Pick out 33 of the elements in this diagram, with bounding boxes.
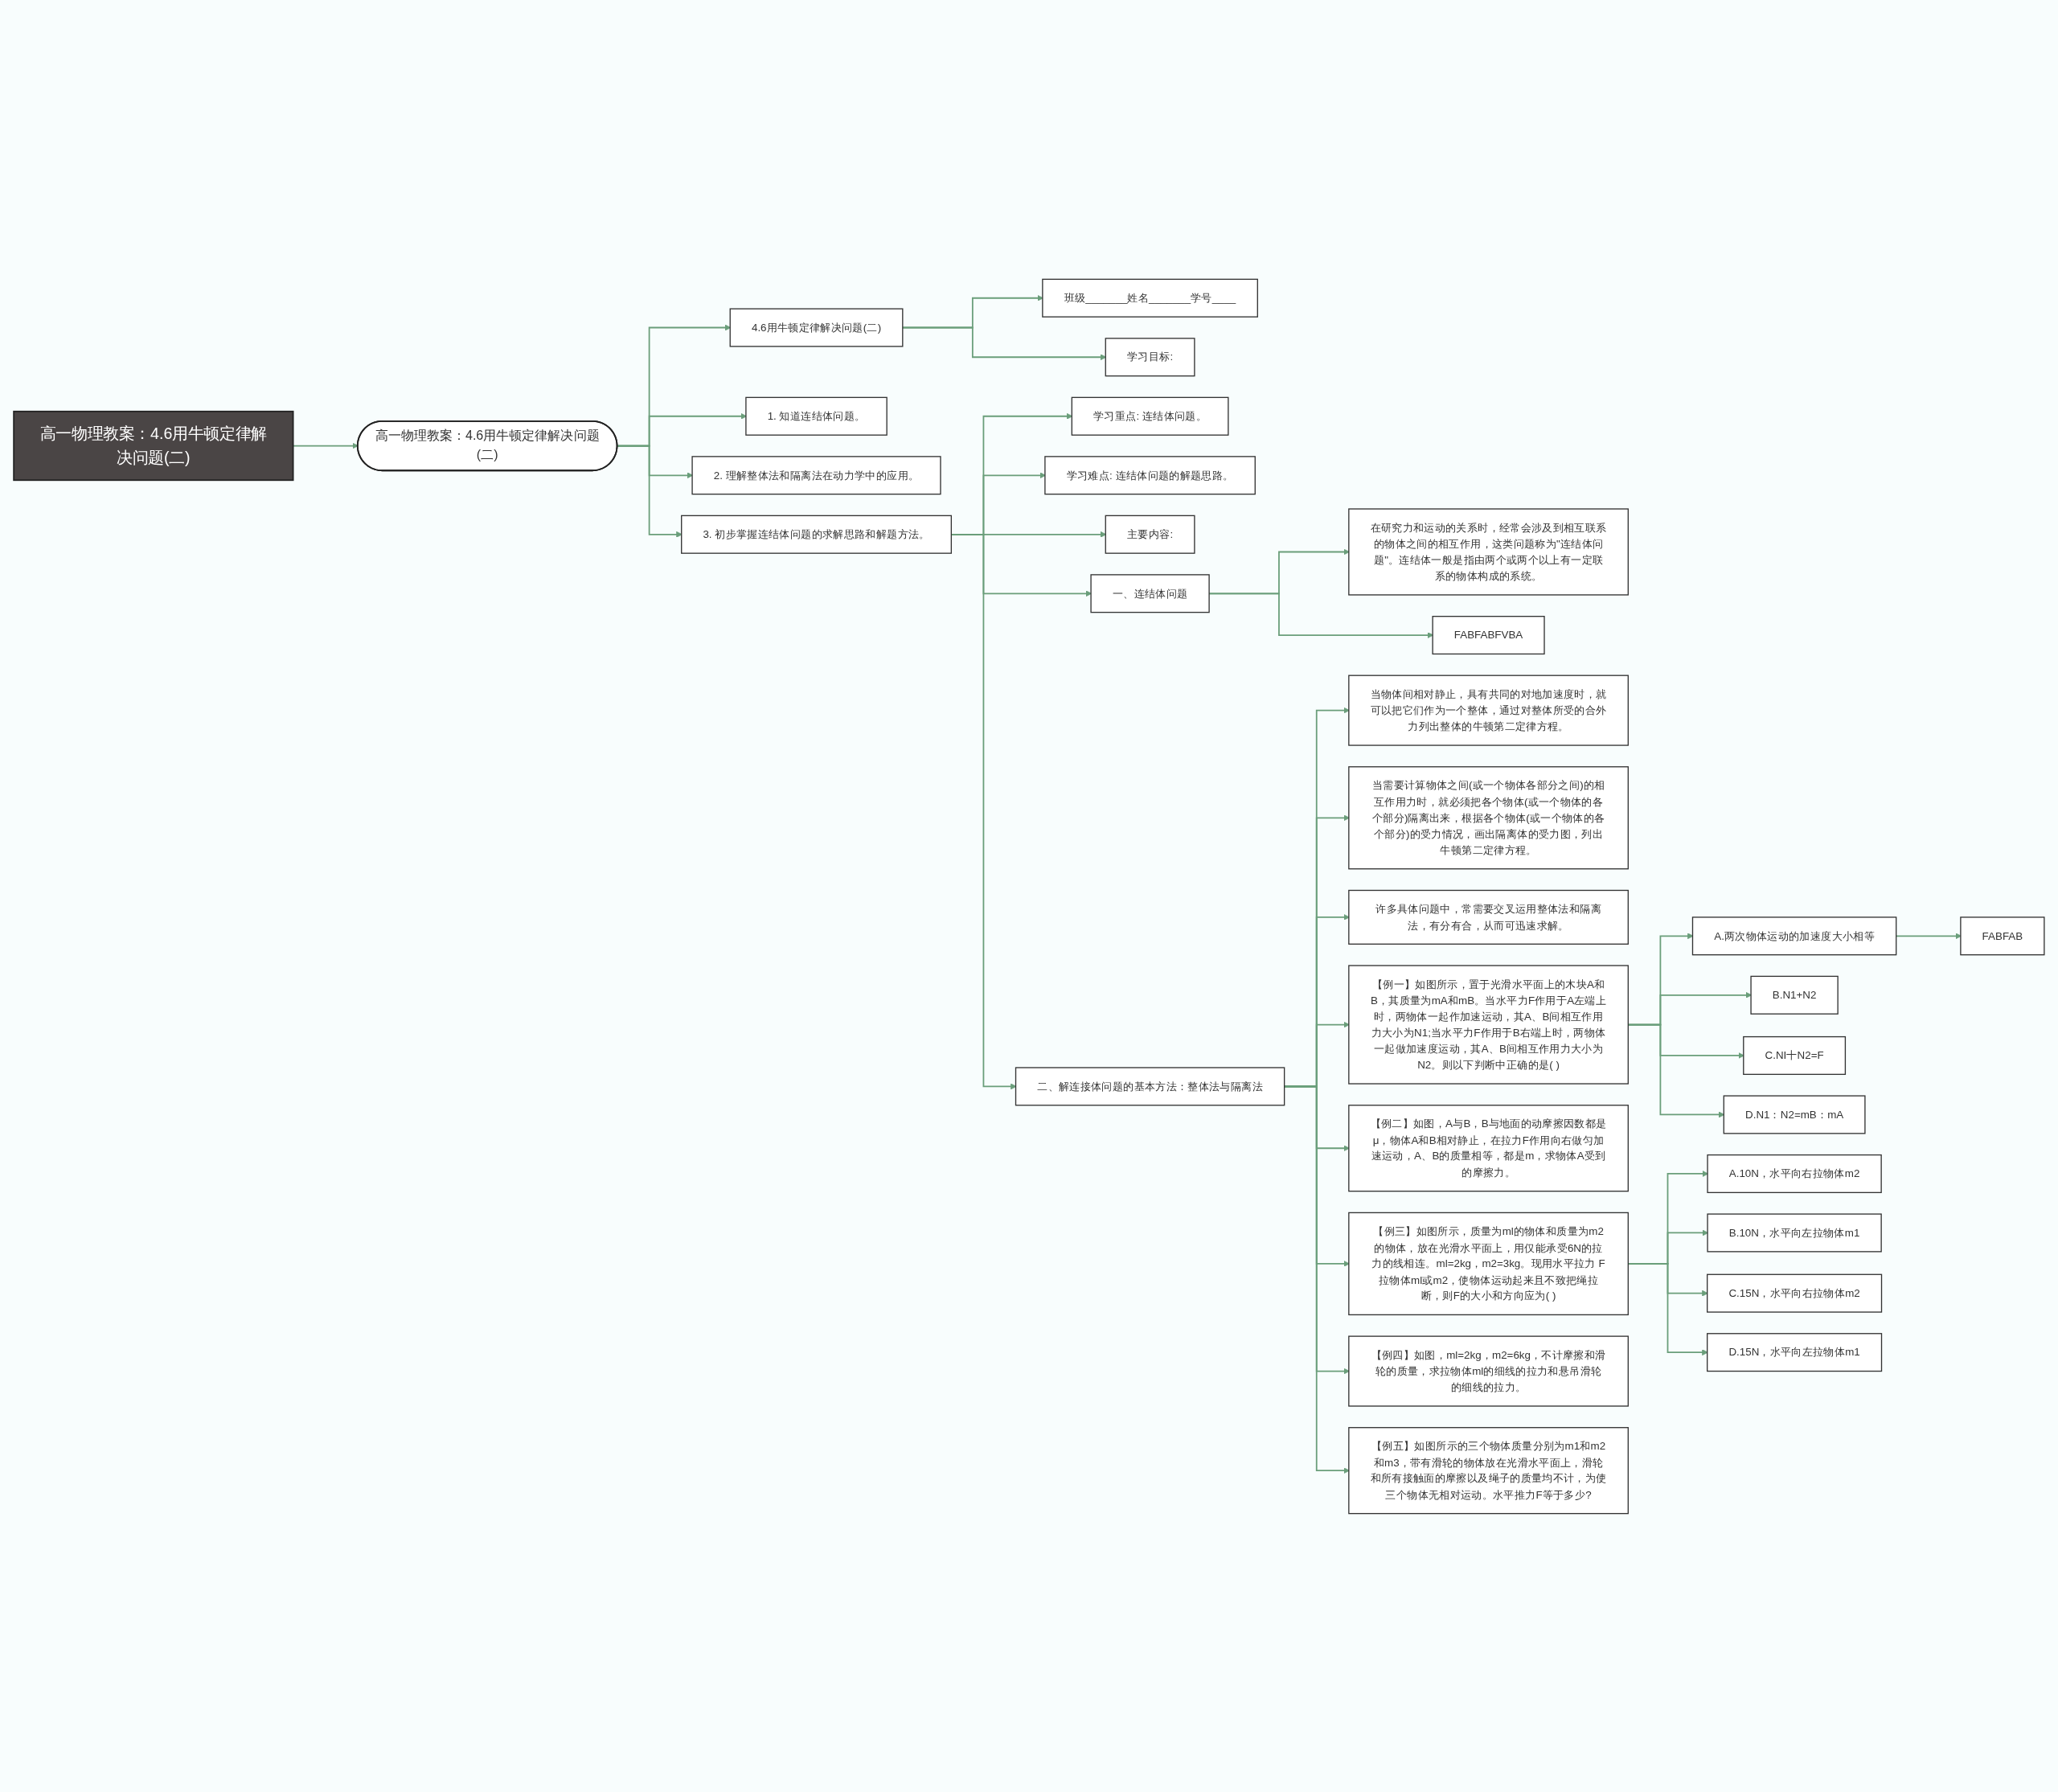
node-box: A.两次物体运动的加速度大小相等 xyxy=(1691,916,1897,955)
node-box: 学习重点: 连结体问题。 xyxy=(1071,396,1229,436)
node-box: 【例三】如图所示，质量为ml的物体和质量为m2的物体，放在光滑水平面上，用仅能承受6N的拉力的线相连。ml=2kg，m2=3kg。现用水平拉力 F拉物体ml或m2，使物体运动起来且不致把绳拉断，则F的大小和方向应为( ) xyxy=(1348,1212,1629,1315)
node-box: C.15N，水平向右拉物体m2 xyxy=(1707,1273,1883,1313)
node-box: 1. 知道连结体问题。 xyxy=(745,396,888,436)
node-box: 许多具体问题中，常需要交叉运用整体法和隔离法，有分有合，从而可迅速求解。 xyxy=(1348,889,1629,945)
node-box: D.N1：N2=mB：mA xyxy=(1723,1094,1866,1134)
node-box: 高一物理教案：4.6用牛顿定律解决问题(二) xyxy=(13,410,294,481)
arrow xyxy=(1627,1262,1708,1355)
arrow xyxy=(1283,1085,1351,1474)
node-box: 【例二】如图，A与B，B与地面的动摩擦因数都是μ，物体A和B相对静止，在拉力F作用向右做匀加速运动，A、B的质量相等，都是m，求物体A受到的摩擦力。 xyxy=(1348,1104,1629,1191)
node-box: 2. 理解整体法和隔离法在动力学中的应用。 xyxy=(691,455,941,494)
node-box: FABFAB xyxy=(1960,916,2045,955)
node-box: 在研究力和运动的关系时，经常会涉及到相互联系的物体之间的相互作用，这类问题称为"连结体问题"。连结体一般是指由两个或两个以上有一定联系的物体构成的系统。 xyxy=(1348,507,1629,596)
node-box: 学习难点: 连结体问题的解题思路。 xyxy=(1044,455,1256,494)
node-box: C.NI十N2=F xyxy=(1743,1035,1847,1075)
node-box: 当需要计算物体之间(或一个物体各部分之间)的相互作用力时，就必须把各个物体(或一个物体的各个部分)隔离出来，根据各个物体(或一个物体的各个部分)的受力情况，画出隔离体的受力图，列出牛顿第二定律方程。 xyxy=(1348,765,1629,869)
node-box: 学习目标: xyxy=(1105,337,1195,376)
node-box: 【例五】如图所示的三个物体质量分别为m1和m2和m3，带有滑轮的物体放在光滑水平面上，滑轮和所有接触面的摩擦以及绳子的质量均不计，为使三个物体无相对运动。水平推力F等于多少? xyxy=(1348,1426,1629,1514)
node-box: 当物体间相对静止，具有共同的对地加速度时，就可以把它们作为一个整体，通过对整体所受的合外力列出整体的牛顿第二定律方程。 xyxy=(1348,675,1629,746)
node-box: FABFABFVBA xyxy=(1432,615,1545,654)
node-box: 【例一】如图所示，置于光滑水平面上的木块A和B，其质量为mA和mB。当水平力F作用于A左端上时，两物体一起作加速运动，其A、B间相互作用力大小为N1;当水平力F作用于B右端上时，两物体一起做加速度运动，其A、B间相互作用力大小为N2。则以下判断中正确的是( ) xyxy=(1348,964,1629,1085)
node-box: 【例四】如图，ml=2kg，m2=6kg，不计摩擦和滑轮的质量，求拉物体ml的细线的拉力和悬吊滑轮的细线的拉力。 xyxy=(1348,1335,1629,1407)
node-box: B.N1+N2 xyxy=(1750,975,1839,1015)
node-box: 4.6用牛顿定律解决问题(二) xyxy=(729,307,904,347)
node-box: 二、解连接体问题的基本方法：整体法与隔离法 xyxy=(1015,1066,1285,1105)
node-box: 3. 初步掌握连结体问题的求解思路和解题方法。 xyxy=(681,515,952,554)
node-box: B.10N，水平向左拉物体m1 xyxy=(1707,1212,1882,1253)
node-box: 主要内容: xyxy=(1105,515,1195,554)
node-box: 一、连结体问题 xyxy=(1090,573,1210,613)
node-box: 班级_______姓名_______学号____ xyxy=(1042,278,1258,318)
node-box: A.10N，水平向右拉物体m2 xyxy=(1707,1154,1882,1193)
node-box: D.15N，水平向左拉物体m1 xyxy=(1707,1332,1883,1372)
